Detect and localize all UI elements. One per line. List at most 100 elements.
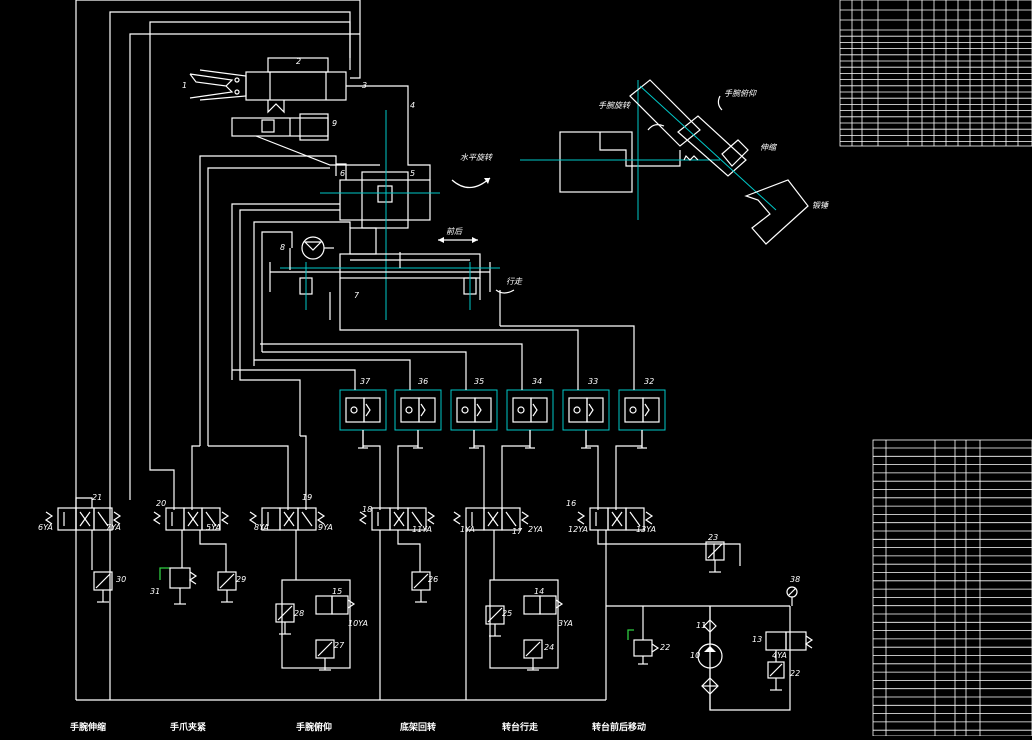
callout-38: 38	[790, 575, 800, 584]
callout-labels: 1234567891011131415161718192021222223242…	[38, 57, 829, 733]
note-wrist-rotate: 手腕旋转	[598, 101, 631, 110]
solenoid-11ya: 11YA	[412, 525, 432, 534]
solenoid-6ya: 6YA	[38, 523, 53, 532]
callout-37: 37	[360, 377, 371, 386]
solenoid-7ya: 7YA	[106, 523, 121, 532]
solenoid-9ya: 9YA	[318, 523, 333, 532]
callout-4: 4	[410, 101, 415, 110]
callout-30: 30	[116, 575, 126, 584]
callout-33: 33	[588, 377, 598, 386]
note-wrist-pitch: 手腕俯仰	[724, 89, 757, 98]
valve-block-14	[489, 579, 564, 669]
throttle-valve	[523, 639, 543, 671]
note-telescope: 伸缩	[760, 143, 778, 152]
valve-13-group	[765, 631, 814, 691]
directional-valve	[248, 507, 326, 531]
callout-10: 10	[690, 651, 700, 660]
relief-valve-blocks	[93, 541, 725, 671]
relief-valve-22	[627, 606, 660, 665]
callout-1: 1	[182, 81, 187, 90]
wrist-pitch-cylinder	[231, 100, 380, 166]
callout-17: 17	[512, 527, 523, 536]
directional-valve	[452, 507, 530, 531]
check-valve-row	[339, 389, 666, 449]
note-travel: 行走	[506, 277, 523, 286]
callout-19: 19	[302, 493, 312, 502]
directional-valve	[152, 507, 230, 531]
callout-15: 15	[332, 587, 342, 596]
manipulator-sketch	[520, 79, 809, 245]
callout-32: 32	[644, 377, 654, 386]
check-valve	[394, 389, 442, 449]
manipulator-pipes	[199, 155, 501, 446]
function-label: 底架回转	[400, 721, 436, 733]
motion-arrows	[438, 95, 723, 294]
solenoid-8ya: 8YA	[254, 523, 269, 532]
callout-9: 9	[332, 119, 337, 128]
travel-base	[269, 252, 500, 310]
callout-8: 8	[280, 243, 285, 252]
solenoid-2ya: 2YA	[528, 525, 543, 534]
rotary-table	[320, 110, 440, 320]
throttle-valve	[411, 571, 431, 603]
callout-28: 28	[294, 609, 304, 618]
callout-13: 13	[752, 635, 762, 644]
callout-35: 35	[474, 377, 484, 386]
solenoid-13ya: 13YA	[636, 525, 656, 534]
throttle-valve	[315, 639, 335, 671]
callout-29: 29	[236, 575, 246, 584]
throttle-valve	[275, 603, 295, 635]
gripper-cylinder	[129, 21, 409, 500]
solenoid-10ya: 10YA	[348, 619, 368, 628]
pump-unit	[697, 586, 798, 710]
callout-23: 23	[708, 533, 718, 542]
callout-27: 27	[334, 641, 345, 650]
solenoid-4ya: 4YA	[772, 651, 787, 660]
throttle-valve	[217, 571, 237, 603]
callout-21: 21	[92, 493, 102, 502]
callout-34: 34	[532, 377, 542, 386]
function-label: 转台行走	[502, 721, 538, 733]
callout-22a: 22	[660, 643, 670, 652]
callout-5: 5	[410, 169, 415, 178]
check-valve-lines	[232, 325, 643, 448]
callout-6: 6	[340, 169, 345, 178]
throttle-valve	[705, 541, 725, 573]
parts-table-top	[839, 0, 1032, 147]
solenoid-12ya: 12YA	[568, 525, 588, 534]
callout-20: 20	[156, 499, 166, 508]
directional-valve	[44, 507, 122, 531]
function-label: 手腕俯仰	[296, 721, 332, 733]
solenoid-5ya: 5YA	[206, 523, 221, 532]
function-label: 手爪夹紧	[170, 721, 206, 733]
callout-14: 14	[534, 587, 544, 596]
directional-valve-row	[44, 507, 654, 531]
solenoid-1ya: 1YA	[460, 525, 475, 534]
relief-valve-31	[159, 567, 198, 605]
function-label: 手腕伸缩	[70, 721, 106, 733]
callout-16: 16	[566, 499, 576, 508]
callout-31: 31	[150, 587, 160, 596]
callout-11: 11	[696, 621, 706, 630]
directional-valve	[576, 507, 654, 531]
note-hammer: 锻锤	[812, 201, 829, 210]
callout-24: 24	[544, 643, 554, 652]
function-label: 转台前后移动	[592, 721, 646, 733]
parts-table-bottom	[872, 439, 1032, 737]
valve-lines	[75, 34, 741, 700]
callout-25: 25	[502, 609, 512, 618]
hydraulic-motor	[289, 236, 334, 270]
callout-7: 7	[354, 291, 360, 300]
valve-block-15	[281, 579, 356, 669]
note-front-back: 前后	[446, 227, 463, 236]
note-horizontal-rotate: 水平旋转	[460, 153, 493, 162]
solenoid-3ya: 3YA	[558, 619, 573, 628]
callout-3: 3	[362, 81, 367, 90]
callout-2: 2	[296, 57, 301, 66]
callout-22b: 22	[790, 669, 800, 678]
callout-36: 36	[418, 377, 428, 386]
callout-26: 26	[428, 575, 438, 584]
throttle-valve	[93, 571, 113, 603]
